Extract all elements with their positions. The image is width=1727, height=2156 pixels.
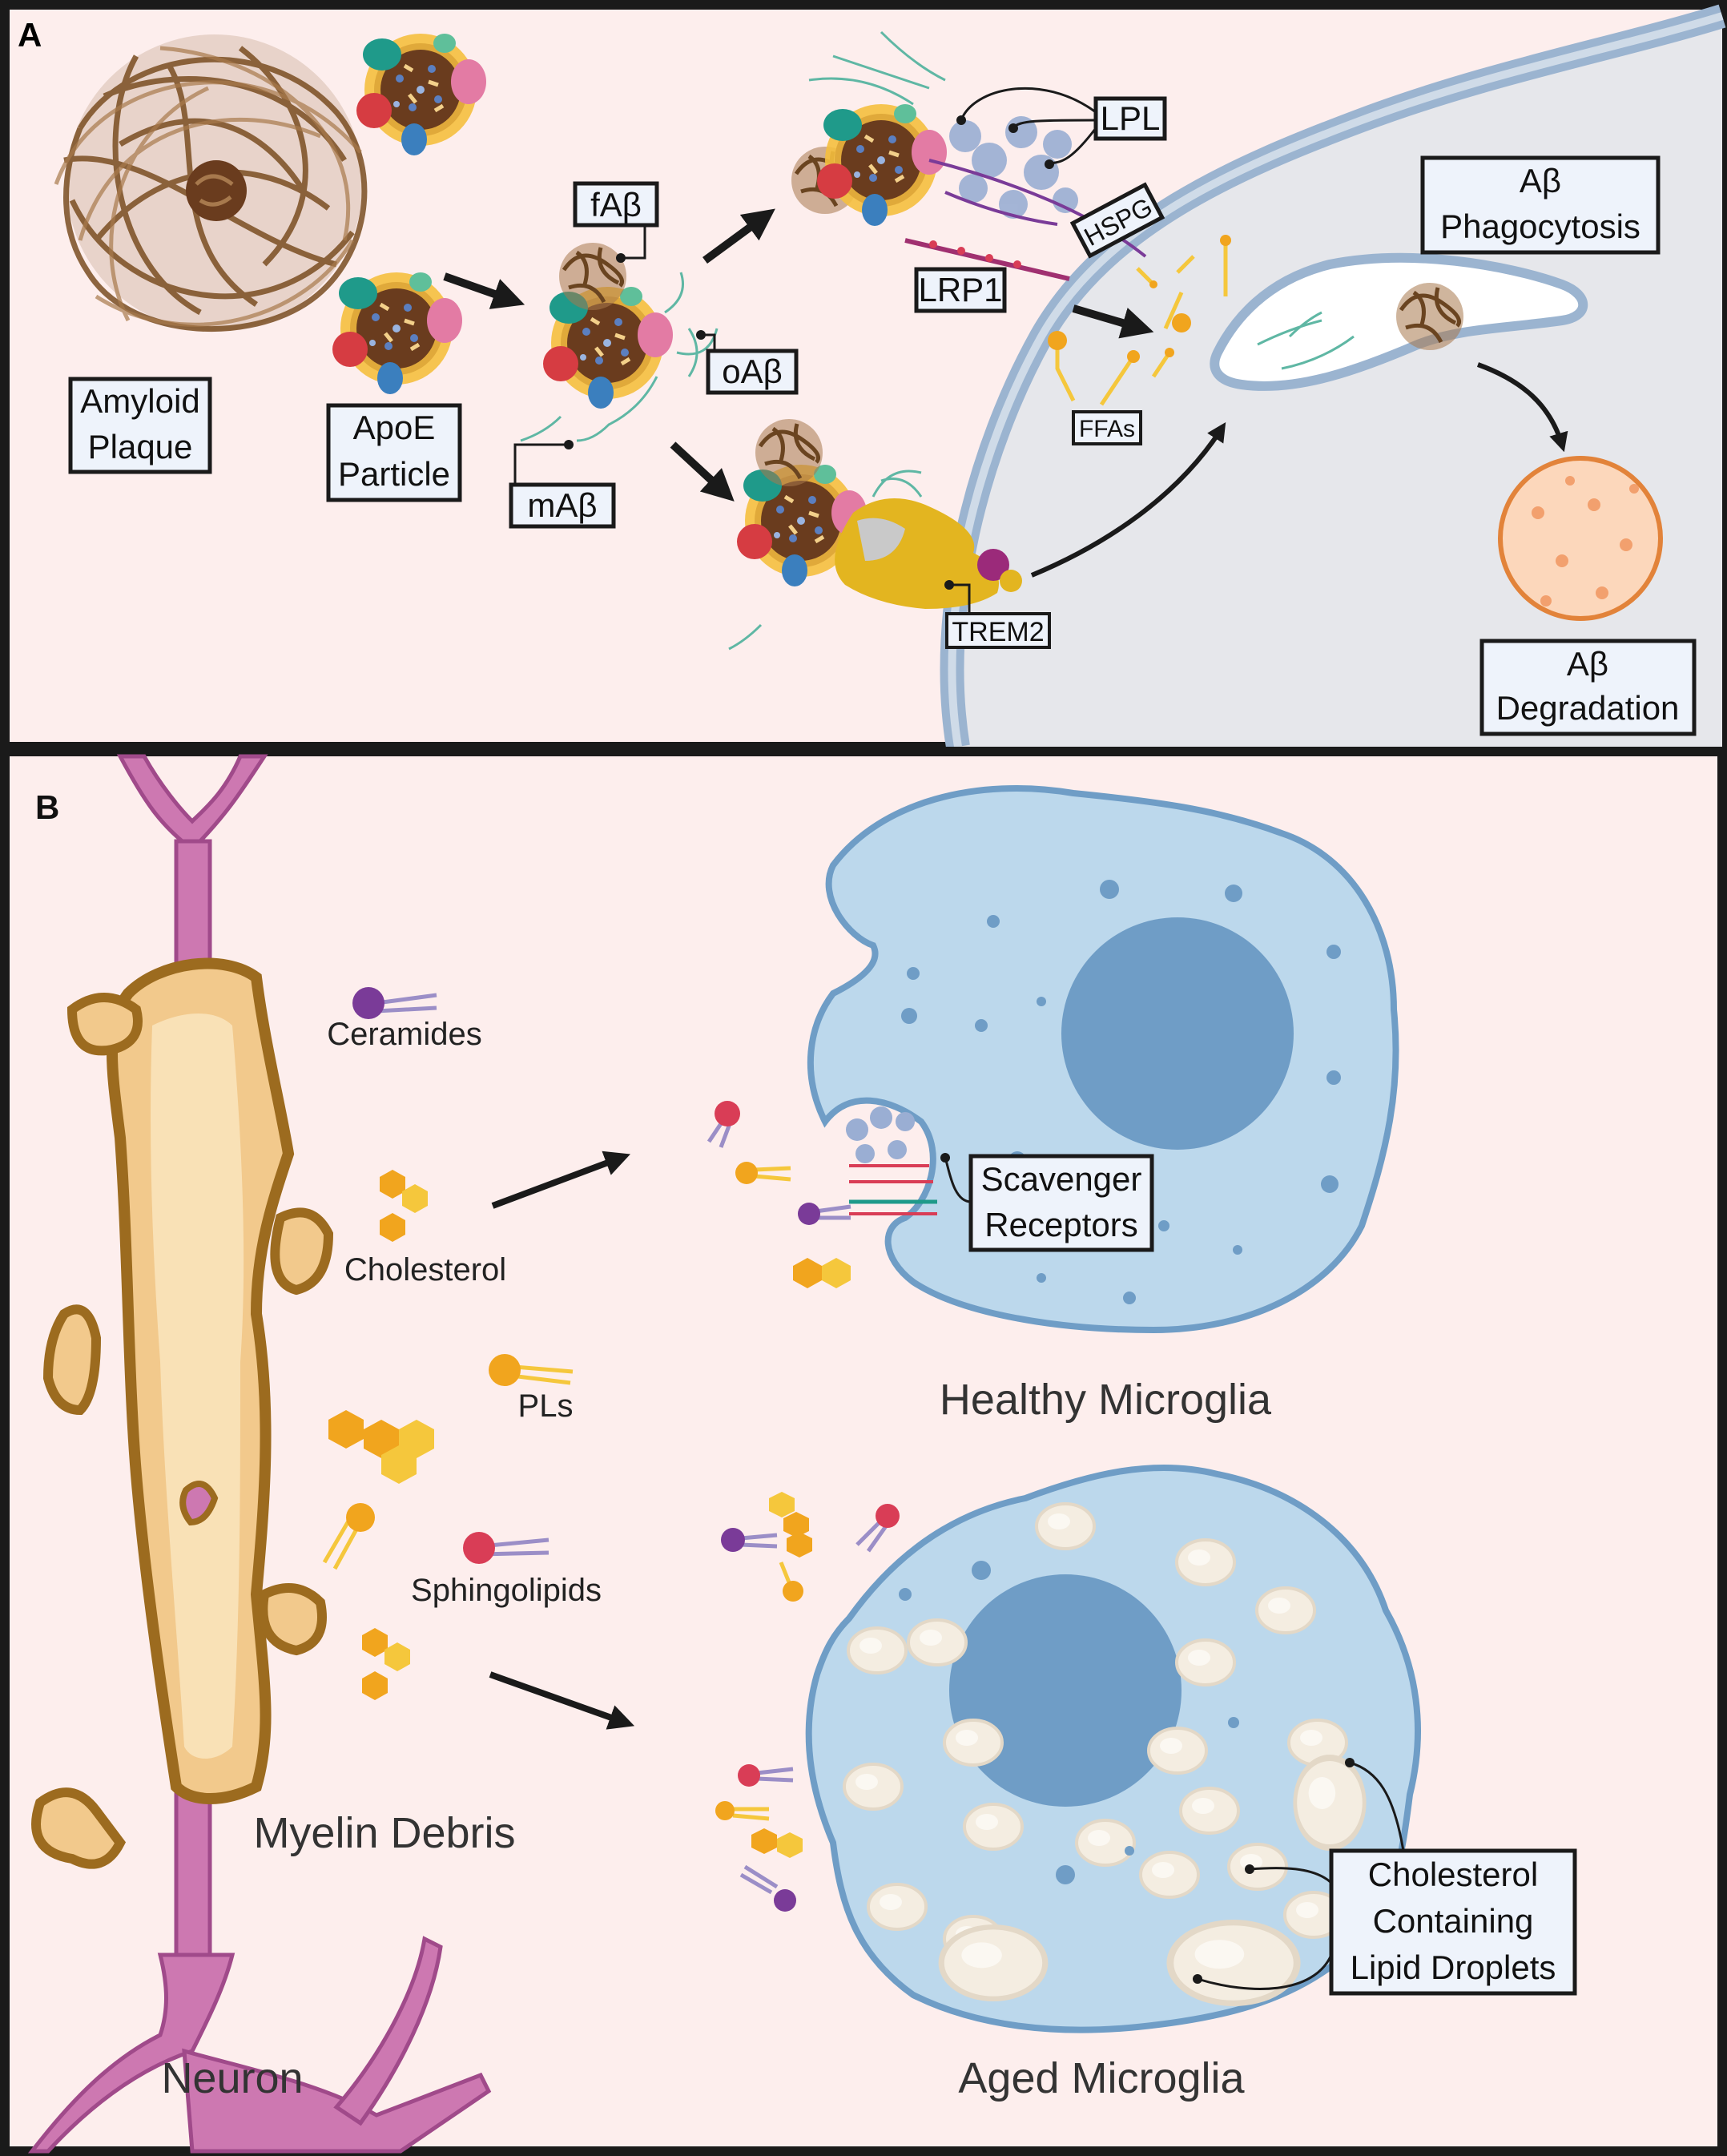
healthy-microglia-label: Healthy Microglia xyxy=(940,1376,1272,1424)
svg-text:Containing: Containing xyxy=(1373,1902,1534,1940)
flow-arrows-b xyxy=(489,1151,635,1730)
fibril-icon xyxy=(559,243,626,310)
phagocytosis-label: Aβ Phagocytosis xyxy=(1420,155,1661,255)
svg-text:mAβ: mAβ xyxy=(527,486,597,524)
svg-text:Lipid Droplets: Lipid Droplets xyxy=(1351,1948,1556,1986)
myelin-debris-icon xyxy=(31,957,334,1869)
apoe-particle-label: ApoE Particle xyxy=(326,403,462,502)
svg-text:Degradation: Degradation xyxy=(1496,689,1680,727)
ceramide-icon xyxy=(352,987,437,1019)
ffas-label: FFAs xyxy=(1072,410,1142,445)
svg-text:LPL: LPL xyxy=(1101,99,1161,137)
svg-text:ApoE: ApoE xyxy=(353,409,436,446)
trem2-label: TREM2 xyxy=(944,580,1051,649)
svg-text:TREM2: TREM2 xyxy=(952,617,1044,647)
svg-text:oAβ: oAβ xyxy=(722,353,783,390)
aged-microglia-label: Aged Microglia xyxy=(958,2054,1245,2102)
neuron-icon xyxy=(27,754,492,2154)
svg-text:fAβ: fAβ xyxy=(590,186,642,224)
mab-label: mAβ xyxy=(509,440,616,529)
svg-text:FFAs: FFAs xyxy=(1079,416,1135,442)
lysosome-icon xyxy=(1498,456,1663,621)
phospholipid-icon-2 xyxy=(322,1503,375,1570)
incoming-lipids-aged xyxy=(715,1492,900,1912)
svg-text:Receptors: Receptors xyxy=(984,1206,1137,1243)
phospholipid-icon xyxy=(489,1354,574,1386)
svg-text:Particle: Particle xyxy=(338,455,450,493)
phagosome-icon xyxy=(1210,252,1588,391)
svg-text:Plaque: Plaque xyxy=(88,428,193,465)
scavenger-receptor-icon xyxy=(846,1106,937,1215)
panel-a-letter: A xyxy=(18,16,42,54)
ceramides-label: Ceramides xyxy=(327,1017,481,1052)
flow-arrows-a xyxy=(443,208,1568,578)
svg-text:Aβ: Aβ xyxy=(1520,162,1561,199)
neuron-label: Neuron xyxy=(161,2054,303,2102)
panel-a: A Amyloid Plaque xyxy=(0,0,1727,752)
panel-b-letter: B xyxy=(35,788,59,826)
pls-label: PLs xyxy=(518,1388,574,1424)
amyloid-plaque-icon xyxy=(54,34,368,332)
svg-text:Scavenger: Scavenger xyxy=(981,1160,1142,1198)
panel-b: Neuron B Myelin Debris Ceramides Cholest… xyxy=(0,747,1727,2156)
sphingolipid-icon xyxy=(463,1532,550,1564)
cholesterol-label: Cholesterol xyxy=(344,1252,506,1288)
ffa-heads xyxy=(1048,235,1231,363)
lipid-droplets-label: Cholesterol Containing Lipid Droplets xyxy=(1193,1758,1577,1996)
incoming-lipids-healthy xyxy=(706,1101,851,1288)
myelin-debris-label: Myelin Debris xyxy=(253,1809,515,1857)
svg-text:Phagocytosis: Phagocytosis xyxy=(1440,208,1640,245)
aged-microglia-icon xyxy=(805,1465,1421,2033)
lrp1-label: LRP1 xyxy=(914,267,1007,313)
fab-label: fAβ xyxy=(573,181,659,263)
svg-text:Amyloid: Amyloid xyxy=(80,382,199,420)
sphingolipids-label: Sphingolipids xyxy=(411,1573,602,1608)
scavenger-receptors-label: Scavenger Receptors xyxy=(940,1153,1154,1252)
cholesterol-icon-2 xyxy=(328,1410,434,1484)
oab-label: oAβ xyxy=(696,330,799,395)
degradation-label: Aβ Degradation xyxy=(1479,639,1697,736)
svg-text:Aβ: Aβ xyxy=(1567,645,1608,683)
svg-text:LRP1: LRP1 xyxy=(918,271,1002,308)
trem2-complex-icon xyxy=(728,419,1022,651)
svg-text:Cholesterol: Cholesterol xyxy=(1368,1856,1538,1893)
amyloid-plaque-label: Amyloid Plaque xyxy=(68,377,212,474)
lpl-label: LPL xyxy=(956,87,1167,169)
